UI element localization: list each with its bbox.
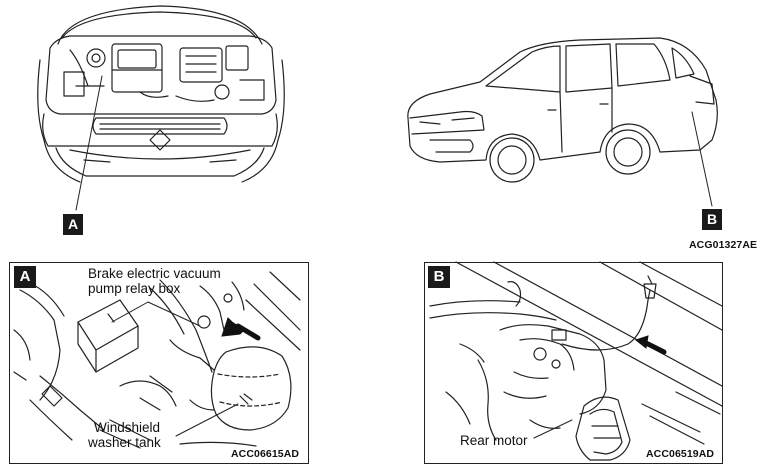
rear-motor-label: Rear motor: [460, 433, 528, 448]
detail-b-badge: B: [428, 266, 450, 288]
detail-a-figure-code: ACC06615AD: [231, 448, 300, 460]
washer-tank-label-line2: washer tank: [88, 435, 161, 450]
detail-a-badge: A: [14, 266, 36, 288]
callout-b-badge: B: [702, 209, 722, 230]
detail-b-figure-code: ACC06519AD: [646, 448, 715, 460]
relay-box-label-line2: pump relay box: [88, 281, 181, 296]
top-figure-code: ACG01327AE: [689, 239, 758, 251]
washer-tank-label-line1: Windshield: [94, 420, 161, 435]
callout-a-badge: A: [63, 214, 83, 235]
relay-box-label-line1: Brake electric vacuum: [88, 266, 221, 281]
